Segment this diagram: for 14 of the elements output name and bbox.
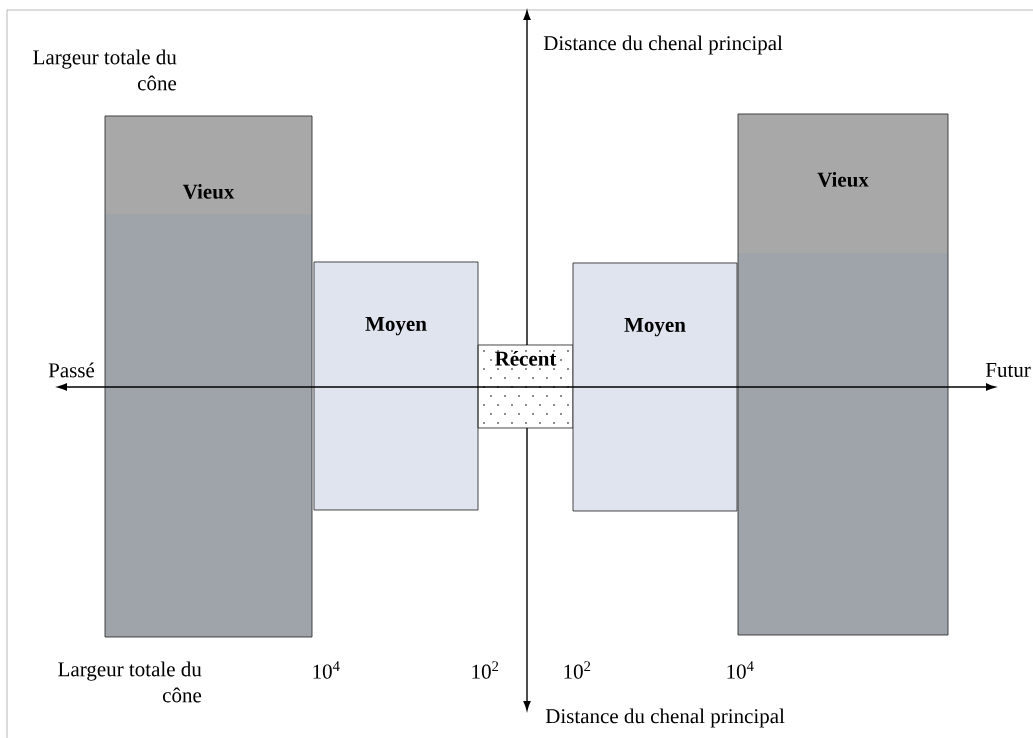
age-zone-box: Moyen xyxy=(572,262,738,512)
axis-label: Futur xyxy=(985,363,1031,377)
axis-label: Largeur totale du cône xyxy=(58,661,202,703)
axis-label: 10$^{2}$ xyxy=(564,661,591,679)
age-zone-box: Vieux xyxy=(104,115,313,638)
axis-label: 10$^{4}$ xyxy=(313,661,340,679)
axis-label: Distance du chenal principal xyxy=(545,708,785,728)
axis-label: 10$^{4}$ xyxy=(727,661,754,679)
age-zone-box: Vieux xyxy=(737,113,949,636)
age-zone-box: Moyen xyxy=(313,261,479,511)
axis-label: 10$^{2}$ xyxy=(472,661,499,679)
dotted-box: Récent xyxy=(477,344,574,429)
axis-label: Largeur totale du cône xyxy=(33,49,177,91)
axis-label: Distance du chenal principal xyxy=(543,35,783,55)
